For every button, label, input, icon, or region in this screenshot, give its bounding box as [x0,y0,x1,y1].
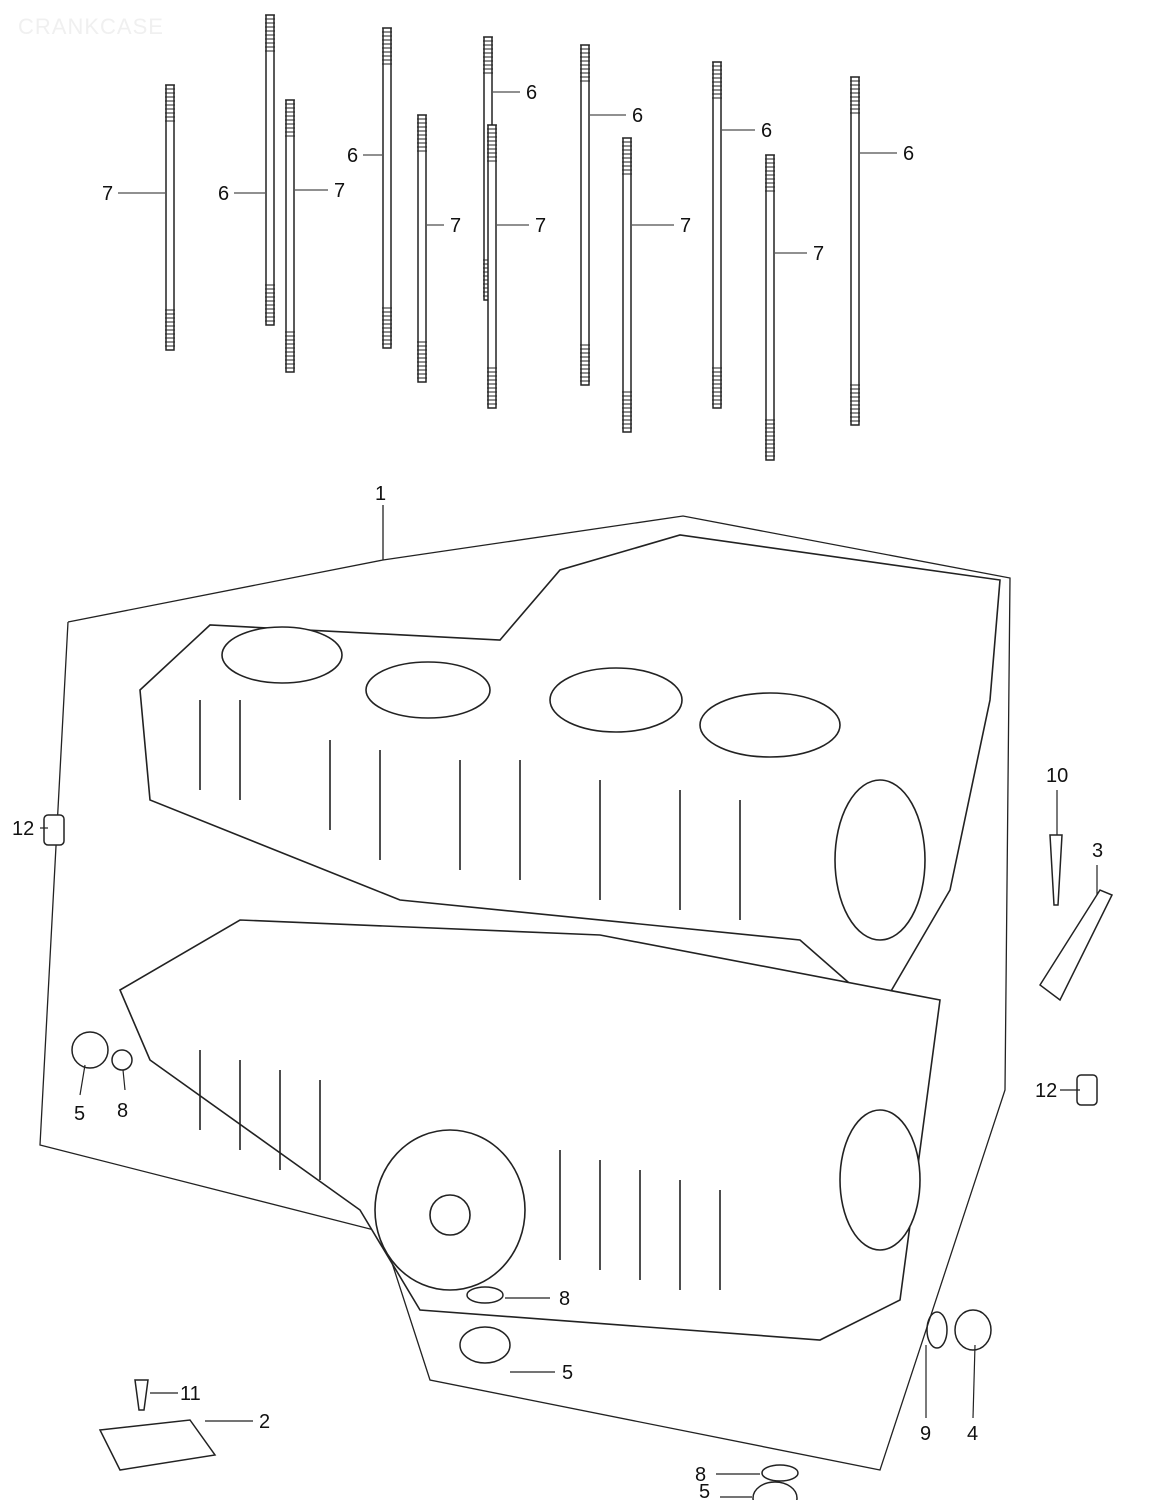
stud-shaft [285,99,295,373]
callout-8-left: 8 [117,1100,128,1122]
stud-shaft [765,154,775,461]
callout-8-bottom: 8 [695,1464,706,1486]
callout-12-right: 12 [1035,1080,1057,1102]
oring-center [466,1286,504,1304]
stud-callout: 7 [102,183,113,205]
callout-9: 9 [920,1423,931,1445]
upper-crankcase [139,534,1001,1012]
stud-callout: 7 [813,243,824,265]
stud-callout: 7 [535,215,546,237]
stud-bolt: 6 [712,61,772,409]
callout-5-left: 5 [74,1103,85,1125]
plug-bottom [752,1481,798,1500]
stud-bolt: 7 [417,114,461,383]
stud-callout: 6 [347,145,358,167]
diagram-title-watermark: CRANKCASE [18,14,164,39]
oring-9 [926,1311,948,1349]
stud-shaft [850,76,860,426]
stud-callout: 6 [761,120,772,142]
stud-shaft [622,137,632,433]
stud-callout: 7 [334,180,345,202]
oring-bottom [761,1464,799,1482]
callout-3: 3 [1092,840,1103,862]
bracket-3 [1038,889,1114,1002]
callout-11: 11 [180,1383,201,1405]
stud-callout: 6 [526,82,537,104]
leader-lines [40,790,1098,1498]
dowel-pin-left [43,814,65,846]
stud-shaft [712,61,722,409]
stud-callout: 7 [680,215,691,237]
stud-callout: 6 [218,183,229,205]
plug-center [459,1326,511,1364]
callout-2: 2 [259,1411,270,1433]
stud-bolt: 7 [487,124,546,409]
stud-bolt: 6 [580,44,643,386]
stud-bolt: 6 [347,27,392,349]
callout-12-left: 12 [12,818,34,840]
stud-shaft [265,14,275,326]
stud-callout: 6 [632,105,643,127]
callout-1: 1 [375,483,386,505]
drain-plug-left [71,1031,109,1069]
stud-bolt: 7 [285,99,345,373]
stud-shaft [487,124,497,409]
oring-left [111,1049,133,1071]
cap-4 [954,1309,992,1351]
callout-4: 4 [967,1423,978,1445]
callout-10: 10 [1046,765,1068,787]
stud-bolt: 7 [765,154,824,461]
lower-crankcase [118,919,941,1341]
stud-bolt: 7 [622,137,691,433]
stud-callout: 6 [903,143,914,165]
screw-10 [1049,834,1063,906]
callout-5-bottom: 5 [699,1481,710,1500]
stud-bolt: 6 [850,76,914,426]
screw-11 [134,1379,149,1411]
stud-bolt: 7 [102,84,175,351]
callout-labels: 1 12 12 10 3 5 8 11 2 8 5 8 5 9 4 [12,483,1103,1500]
stud-shaft [382,27,392,349]
stud-callout: 7 [450,215,461,237]
callout-8-center: 8 [559,1288,570,1310]
stud-bolt: 6 [218,14,275,326]
callout-5-center: 5 [562,1362,573,1384]
bracket-2 [98,1419,217,1471]
crankcase-boundary [39,505,1011,1471]
small-parts [43,814,1114,1500]
stud-shaft [580,44,590,386]
